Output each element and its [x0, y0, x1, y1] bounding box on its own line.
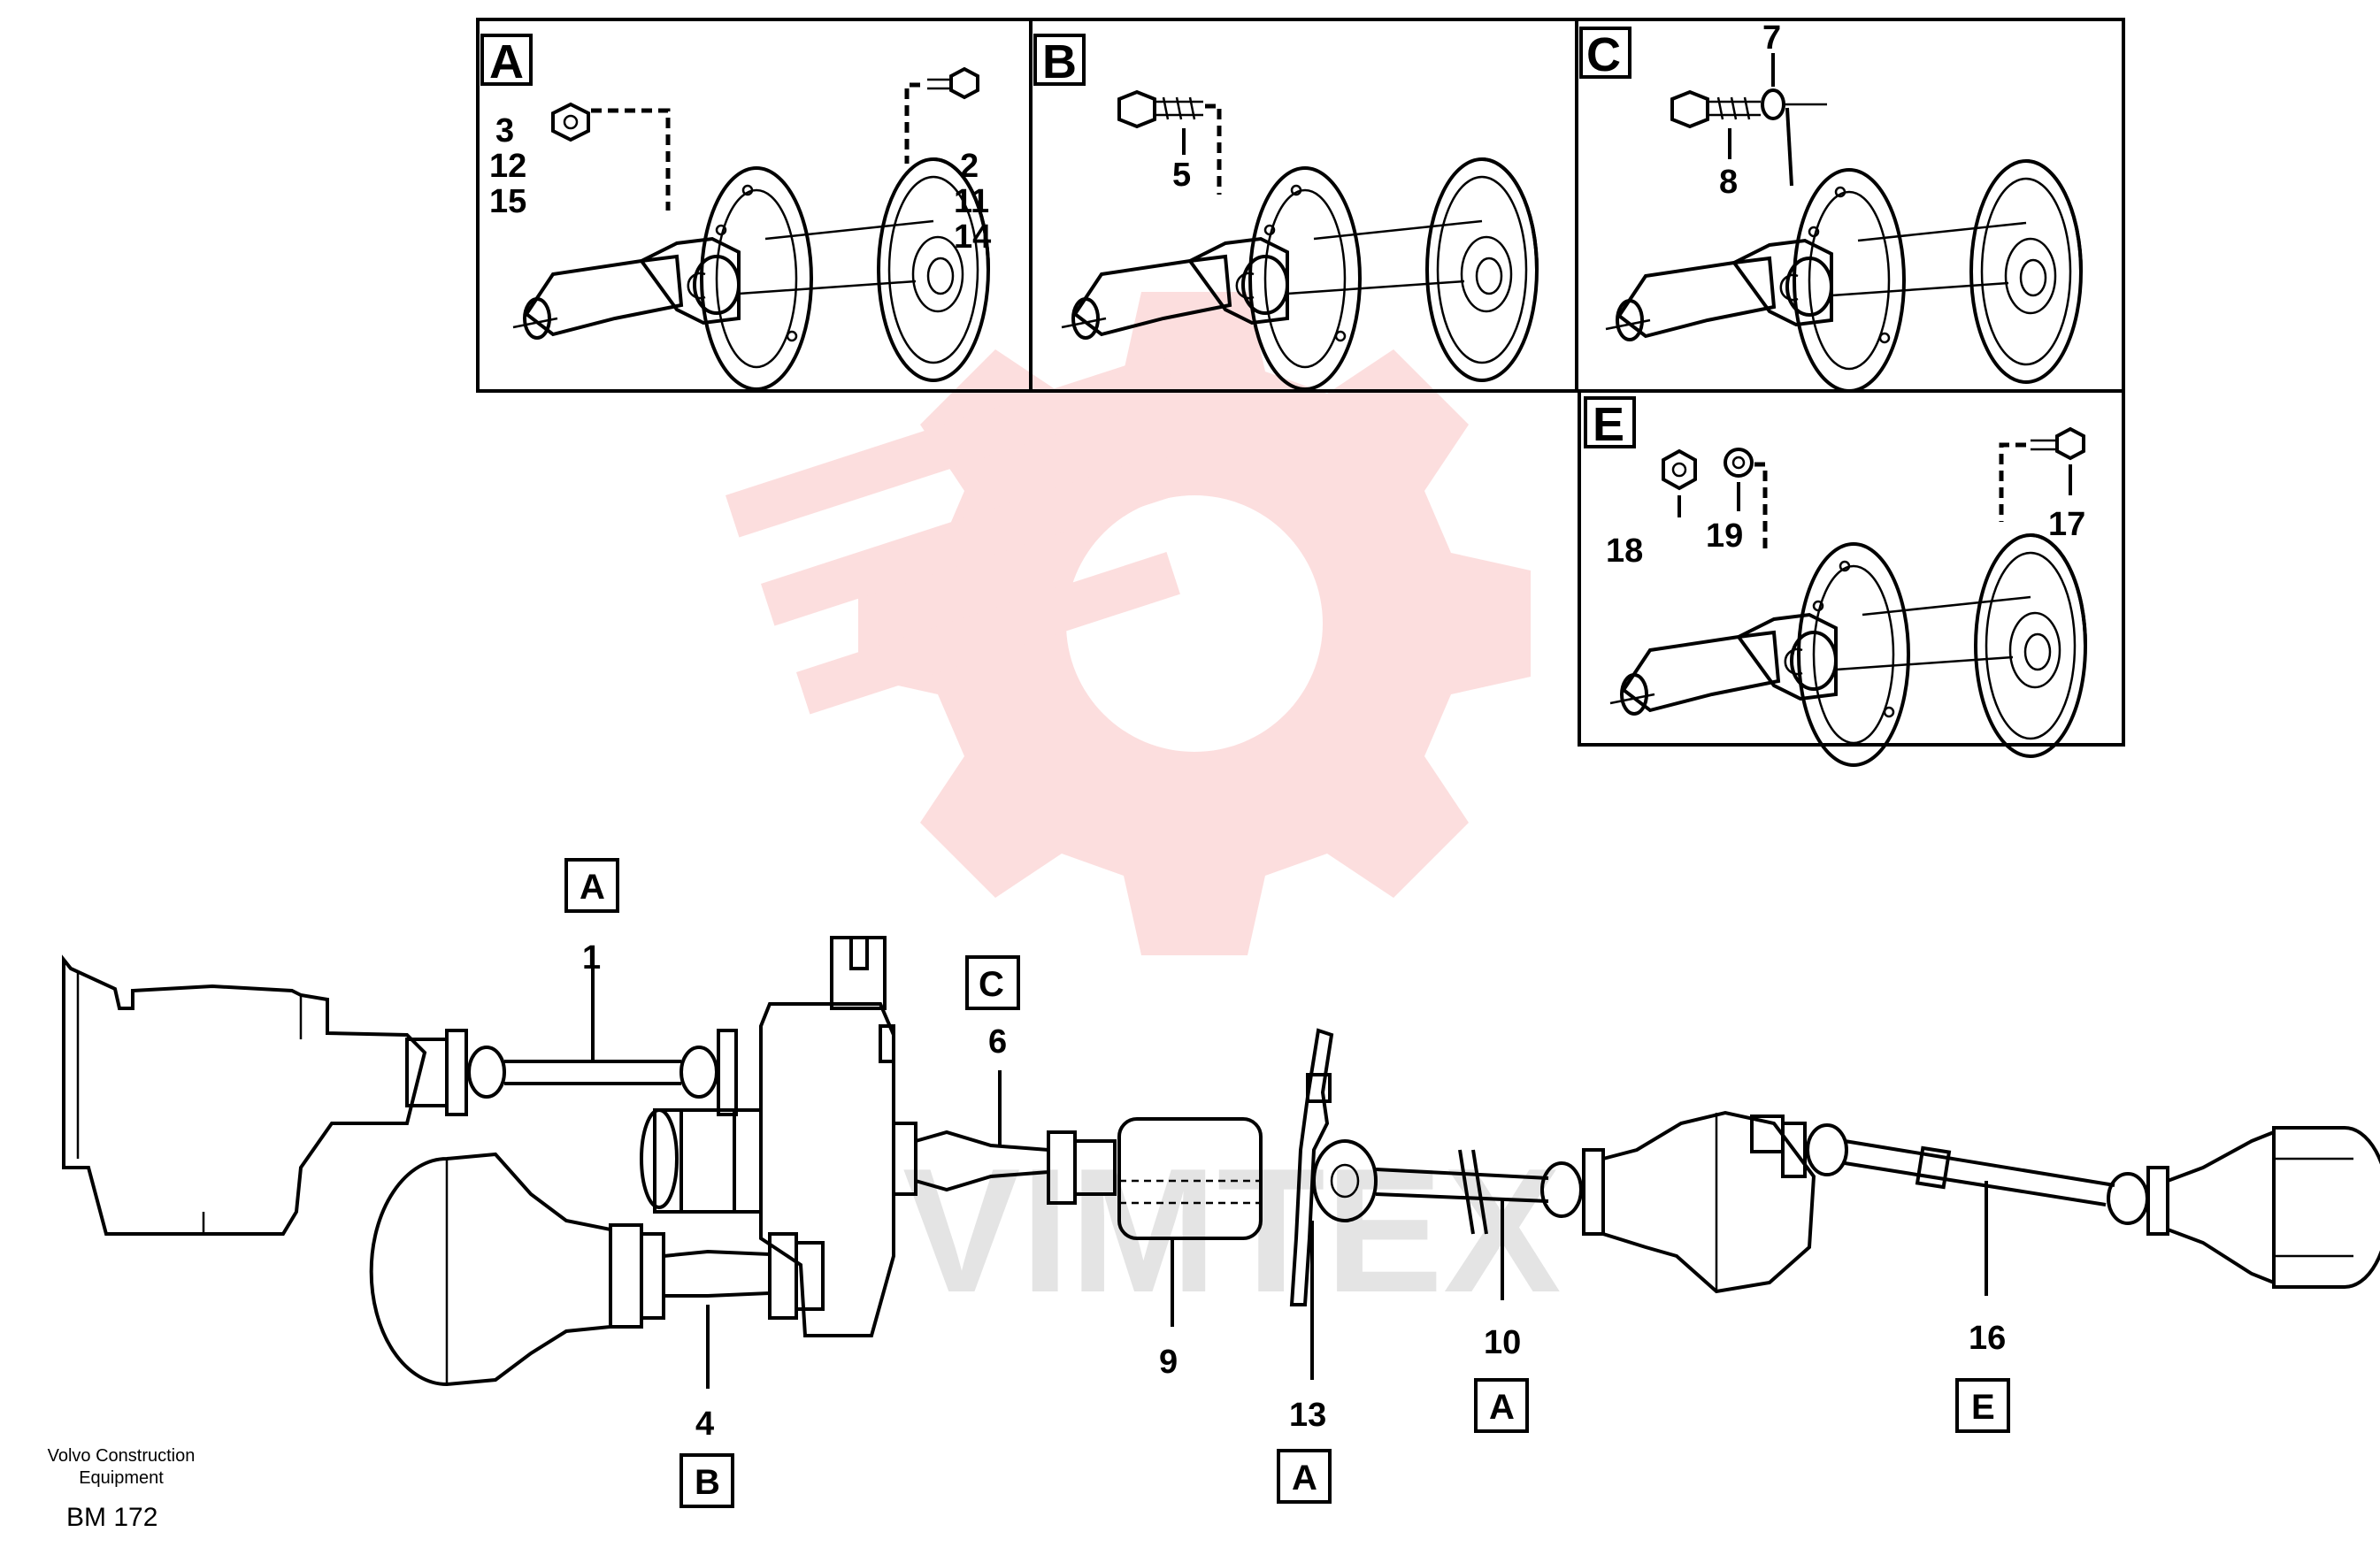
callout-13: 13	[1289, 1397, 1326, 1434]
svg-text:E: E	[1971, 1388, 1995, 1427]
callout-3: 3	[495, 112, 514, 149]
washer-icon	[1724, 448, 1754, 478]
callout-6: 6	[988, 1023, 1007, 1061]
rear-differential	[1601, 1110, 1816, 1294]
panel-c-letter: C	[1586, 28, 1621, 81]
bolt-icon	[2055, 426, 2085, 461]
callout-12: 12	[489, 148, 526, 185]
panel-a-letter: A	[489, 35, 524, 88]
drawing-code: BM 172	[66, 1503, 157, 1532]
callout-14: 14	[954, 218, 991, 256]
panel-e: E 18 19 17	[1584, 396, 2087, 767]
ref-box-e	[1955, 1378, 2010, 1433]
front-differential	[369, 1152, 612, 1387]
drivetrain-assembly: 1 4 6 9 13 10 16 A B C A A E	[62, 858, 2380, 1508]
washer-icon	[1761, 88, 1785, 120]
svg-text:A: A	[580, 868, 605, 907]
watermark-logo	[725, 292, 1531, 955]
panel-b: B 5	[1033, 34, 1539, 391]
callout-5: 5	[1172, 157, 1191, 194]
ref-box-a-3	[1474, 1378, 1529, 1433]
ref-box-a-2	[1277, 1449, 1332, 1504]
svg-text:B: B	[695, 1463, 720, 1502]
callout-7: 7	[1762, 19, 1781, 57]
ref-box-b	[679, 1453, 734, 1508]
nut-icon	[551, 102, 590, 142]
callout-1: 1	[582, 939, 601, 977]
ref-box-c	[965, 955, 1020, 1010]
callout-9: 9	[1159, 1344, 1178, 1381]
support-bracket	[1289, 1028, 1334, 1306]
callout-17: 17	[2048, 506, 2085, 543]
transfer-case	[759, 1002, 895, 1337]
bolt-icon	[949, 66, 979, 100]
transmission-housing	[62, 954, 427, 1236]
panel-b-letter: B	[1042, 35, 1077, 88]
detail-panels-frame	[476, 18, 2125, 747]
company-name-line2: Equipment	[79, 1468, 164, 1488]
callout-2: 2	[960, 148, 979, 185]
panel-c-label-box	[1579, 27, 1631, 79]
footer: Volvo Construction Equipment BM 172	[48, 1446, 196, 1532]
support-bearing	[1117, 1117, 1263, 1240]
svg-text:A: A	[1292, 1459, 1317, 1498]
callout-16: 16	[1969, 1320, 2006, 1357]
panel-a-label-box	[480, 34, 533, 86]
watermark-text: VIMTEX	[902, 1132, 1562, 1329]
company-name-line1: Volvo Construction	[48, 1446, 196, 1466]
callout-19: 19	[1706, 517, 1743, 555]
svg-text:A: A	[1489, 1388, 1515, 1427]
callout-10: 10	[1484, 1324, 1521, 1361]
panel-e-letter: E	[1593, 398, 1624, 451]
callout-18: 18	[1606, 532, 1643, 570]
bolt-icon	[1670, 89, 1709, 129]
svg-text:C: C	[979, 965, 1004, 1004]
callout-8: 8	[1719, 164, 1738, 201]
ref-box-a-1	[564, 858, 619, 913]
callout-15: 15	[489, 183, 526, 220]
panel-e-label-box	[1584, 396, 1636, 448]
panel-c: C 7 8	[1579, 19, 2083, 393]
nut-icon	[1662, 448, 1697, 491]
callout-11: 11	[954, 183, 989, 220]
bolt-icon	[1117, 89, 1156, 129]
panel-a: A 3 12 15 2 11 14	[480, 34, 991, 391]
panel-b-label-box	[1033, 34, 1086, 86]
callout-4: 4	[695, 1406, 714, 1443]
